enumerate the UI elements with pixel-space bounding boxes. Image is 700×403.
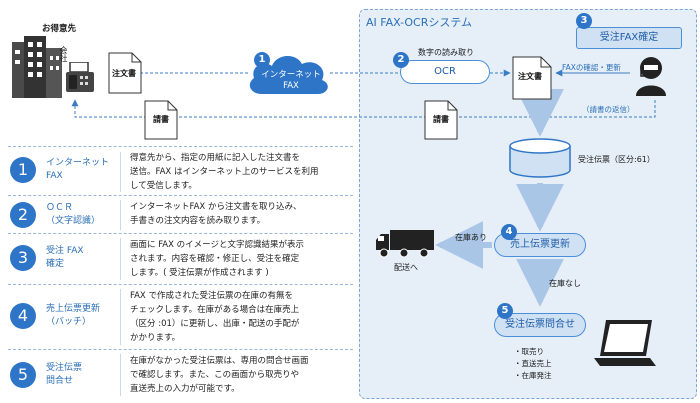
cloud-label: インターネット FAX bbox=[258, 70, 324, 92]
invoice-document-icon bbox=[144, 100, 178, 140]
step-5-label-line2: 問合せ bbox=[46, 376, 74, 386]
step-4-label: 売上伝票更新 （バッチ） bbox=[46, 303, 100, 329]
operator-headset-icon bbox=[636, 57, 666, 96]
delivery-truck-icon bbox=[376, 230, 434, 258]
step-2-label: ＯＣＲ （文字認識） bbox=[46, 202, 100, 228]
step-5-label: 受注伝票 問合せ bbox=[46, 362, 82, 388]
cloud-label-line1: インターネット bbox=[261, 70, 321, 80]
step-3-divider bbox=[8, 284, 353, 285]
step-1-desc-line3: して受信します。 bbox=[130, 181, 197, 191]
step-3-label-line1: 受注 FAX bbox=[46, 246, 84, 256]
order-document-icon bbox=[108, 52, 142, 94]
step-2-desc-line2: 手書きの注文内容を読み取ります。 bbox=[130, 216, 266, 226]
step-5-desc-line1: 在庫がなかった受注伝票は、専用の問合せ画面 bbox=[130, 356, 309, 366]
order-inside-document-icon bbox=[512, 56, 552, 100]
badge-2-ocr: 2 bbox=[393, 52, 409, 68]
building-icon bbox=[12, 36, 62, 98]
step-2-divider bbox=[8, 233, 353, 234]
invoice-doc-label: 請書 bbox=[153, 115, 169, 124]
step-1-label-line1: インターネット bbox=[46, 158, 110, 168]
inquiry-bullet-2: ・直送売上 bbox=[514, 359, 552, 368]
check-caption: FAXの確認・更新 bbox=[562, 63, 621, 72]
fax-machine-icon bbox=[66, 62, 94, 92]
step-3-label: 受注 FAX 確定 bbox=[46, 245, 84, 271]
step-1-divider bbox=[8, 195, 353, 196]
step-1-separator bbox=[120, 152, 121, 192]
step-4-desc-line4: かかります。 bbox=[130, 333, 181, 343]
step-2-label-line1: ＯＣＲ bbox=[46, 203, 74, 213]
laptop-icon bbox=[594, 320, 656, 366]
ocr-pill: OCR bbox=[400, 60, 490, 84]
steps-top-divider bbox=[8, 146, 353, 147]
ocr-caption: 数字の読み取り bbox=[418, 48, 474, 57]
no-stock-label: 在庫なし bbox=[549, 279, 581, 288]
step-1-description: 得意先から、指定の用紙に記入した注文書を 送信。FAX はインターネット上のサー… bbox=[130, 151, 355, 193]
step-4-desc-line1: FAX で作成された受注伝票の在庫の有無を bbox=[130, 291, 293, 301]
step-3-desc-line1: 画面に FAX のイメージと文字認識結果が表示 bbox=[130, 240, 304, 250]
system-title: AI FAX-OCRシステム bbox=[366, 16, 473, 29]
badge-3-confirm: 3 bbox=[576, 13, 592, 29]
step-4-badge: 4 bbox=[10, 303, 36, 329]
inquiry-bullet-1: ・取売り bbox=[514, 347, 544, 356]
step-2-separator bbox=[120, 200, 121, 230]
sales-database-icon bbox=[509, 138, 571, 178]
step-5-description: 在庫がなかった受注伝票は、専用の問合せ画面 で確認します。また、この画面から取売… bbox=[130, 354, 355, 396]
badge-1-cloud: 1 bbox=[254, 52, 270, 68]
step-3-description: 画面に FAX のイメージと文字認識結果が表示 されます。内容を確認・修正し、受… bbox=[130, 238, 355, 280]
step-1-desc-line2: 送信。FAX はインターネット上のサービスを利用 bbox=[130, 167, 319, 177]
confirm-box: 受注FAX確定 bbox=[576, 27, 682, 49]
customer-title: お得意先 bbox=[42, 24, 77, 34]
step-5-separator bbox=[120, 354, 121, 396]
step-4-label-line1: 売上伝票更新 bbox=[46, 304, 101, 314]
sales-db-caption: 受注伝票（区分:61） bbox=[578, 155, 655, 164]
cloud-label-line2: FAX bbox=[283, 81, 299, 91]
badge-4-sales-update: 4 bbox=[501, 224, 517, 240]
in-stock-label: 在庫あり bbox=[455, 233, 487, 242]
delivery-label: 配送へ bbox=[394, 263, 418, 272]
step-3-badge: 3 bbox=[10, 245, 36, 271]
step-1-label-line2: FAX bbox=[46, 171, 63, 181]
step-1-label: インターネット FAX bbox=[46, 157, 109, 183]
step-4-divider bbox=[8, 349, 353, 350]
step-3-desc-line3: します。( 受注伝票が作成されます ) bbox=[130, 268, 269, 278]
step-3-label-line2: 確定 bbox=[46, 259, 65, 269]
invoice-inside-label: 請書 bbox=[433, 115, 449, 124]
step-2-badge: 2 bbox=[10, 202, 36, 228]
step-3-desc-line2: されます。内容を確認・修正し、受注を確定 bbox=[130, 254, 300, 264]
return-line bbox=[71, 99, 656, 118]
step-1-desc-line1: 得意先から、指定の用紙に記入した注文書を bbox=[130, 153, 301, 163]
step-5-desc-line2: で確認します。また、この画面から取売りや bbox=[130, 370, 300, 380]
step-4-separator bbox=[120, 289, 121, 345]
step-5-badge: 5 bbox=[10, 362, 36, 388]
cloud-icon bbox=[249, 55, 328, 94]
step-4-desc-line3: （区分 :01）に更新し、出庫・配送の手配が bbox=[130, 319, 300, 329]
company-label: 会社 bbox=[59, 46, 68, 62]
step-1-badge: 1 bbox=[10, 157, 36, 183]
order-inside-label: 注文書 bbox=[518, 72, 542, 81]
step-4-description: FAX で作成された受注伝票の在庫の有無を チェックします。在庫がある場合は在庫… bbox=[130, 289, 355, 345]
invoice-inside-document-icon bbox=[424, 100, 458, 140]
return-caption: （請書の返信） bbox=[582, 105, 635, 114]
step-5-label-line1: 受注伝票 bbox=[46, 363, 83, 373]
order-doc-label: 注文書 bbox=[112, 69, 136, 78]
step-2-label-line2: （文字認識） bbox=[46, 216, 101, 226]
step-2-desc-line1: インターネットFAX から注文書を取り込み、 bbox=[130, 202, 302, 212]
step-4-desc-line2: チェックします。在庫がある場合は在庫売上 bbox=[130, 305, 300, 315]
step-2-description: インターネットFAX から注文書を取り込み、 手書きの注文内容を読み取ります。 bbox=[130, 200, 355, 228]
inquiry-bullets: ・取売り ・直送売上 ・在庫発注 bbox=[514, 346, 552, 382]
step-5-desc-line3: 直送売上の入力が可能です。 bbox=[130, 384, 240, 394]
inquiry-bullet-3: ・在庫発注 bbox=[514, 371, 552, 380]
step-3-separator bbox=[120, 238, 121, 280]
badge-5-inquiry: 5 bbox=[497, 303, 513, 319]
step-4-label-line2: （バッチ） bbox=[46, 317, 92, 327]
